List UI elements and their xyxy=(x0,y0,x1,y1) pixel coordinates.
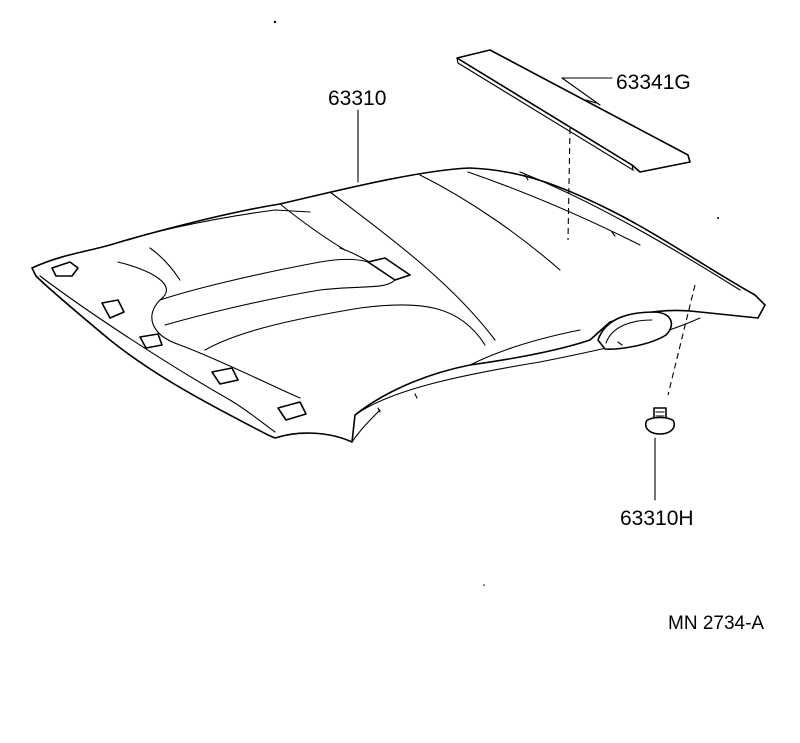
leader-lines xyxy=(357,77,696,501)
clip-drawing xyxy=(644,407,676,435)
part-label-sunshade-panel: 63341G xyxy=(616,71,691,94)
specks xyxy=(273,20,719,586)
part-label-headliner: 63310 xyxy=(328,87,387,110)
reference-code: MN 2734-A xyxy=(668,613,765,634)
headliner-drawing xyxy=(31,167,766,443)
part-label-clip: 63310H xyxy=(620,507,694,530)
sunshade-panel-drawing xyxy=(456,49,691,173)
